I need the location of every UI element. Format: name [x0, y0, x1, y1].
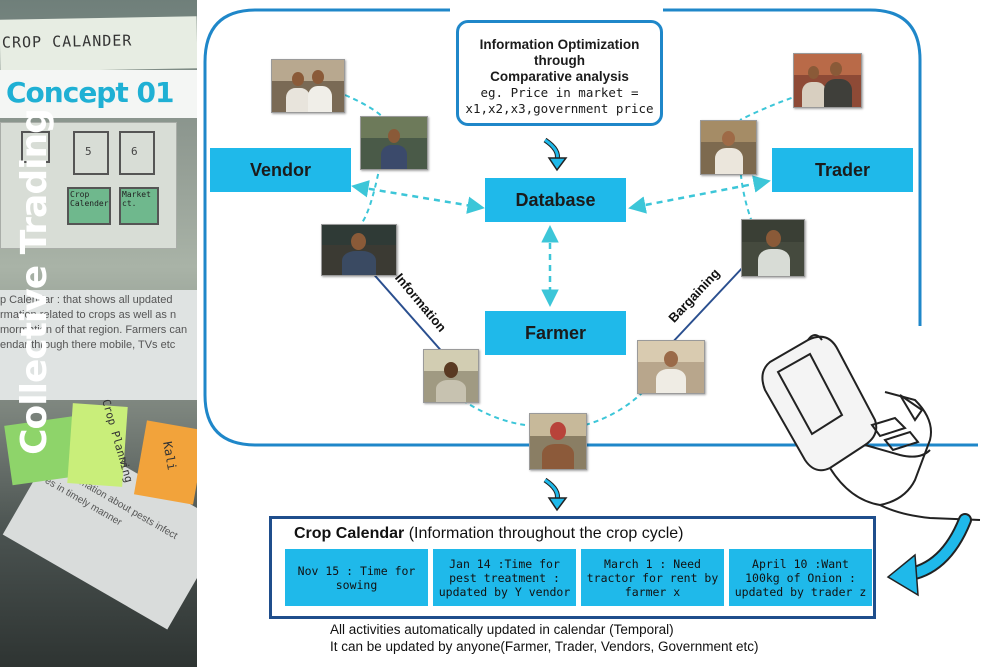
sketch-market-box: Market ct. — [119, 187, 159, 225]
calendar-footnote: All activities automatically updated in … — [330, 621, 759, 655]
paper-line: endar through there mobile, TVs etc — [0, 339, 176, 351]
trader-node: Trader — [772, 148, 913, 192]
note-number: 4 — [120, 455, 128, 469]
bent-arrow-icon — [886, 513, 972, 597]
information-optimization-box: Information Optimization through Compara… — [456, 20, 663, 126]
outer-frame — [203, 8, 978, 447]
trader-group-photo — [793, 53, 862, 108]
sketch-box — [119, 131, 155, 175]
calendar-entry: Nov 15 : Time for sowing — [285, 549, 428, 606]
crop-calendar-title: Crop Calendar (Information throughout th… — [294, 525, 684, 543]
calendar-entry: April 10 :Want 100kg of Onion : updated … — [729, 549, 872, 606]
trader-portrait-photo — [741, 219, 805, 277]
vendor-node: Vendor — [210, 148, 351, 192]
sketch-number-5: 5 — [85, 145, 92, 158]
concept-title: Concept 01 — [6, 76, 174, 109]
database-node: Database — [485, 178, 626, 222]
farmer-left-photo — [423, 349, 479, 403]
information-line — [369, 269, 446, 356]
info-line: through — [534, 53, 585, 68]
paper-line: mormation of that region. Farmers can — [0, 324, 188, 336]
crop-calendar-title-bold: Crop Calendar — [294, 525, 405, 542]
sketch-crop-calender-box: Crop Calender — [67, 187, 111, 225]
mobile-phone-sketch — [761, 334, 981, 521]
vendor-shop-photo — [360, 116, 428, 170]
wireframe-sketch: 5 6 Crop Calender Market ct. — [0, 122, 177, 249]
info-line: x1,x2,x3,government price — [465, 101, 654, 116]
vendor-portrait-photo — [321, 224, 397, 276]
info-line: eg. Price in market = — [480, 85, 639, 100]
footnote-line: All activities automatically updated in … — [330, 622, 674, 637]
paper-line: p Calendar : that shows all updated — [0, 294, 173, 306]
sketch-box — [73, 131, 109, 175]
footnote-line: It can be updated by anyone(Farmer, Trad… — [330, 639, 759, 654]
farmer-node: Farmer — [485, 311, 626, 355]
paper-description: p Calendar : that shows all updated rmat… — [0, 290, 197, 400]
info-line: Comparative analysis — [490, 69, 629, 84]
crop-calendar-subtitle: (Information throughout the crop cycle) — [404, 525, 684, 542]
outer-frame-right — [663, 8, 922, 326]
farmer-dashed-link-right — [584, 389, 646, 426]
trader-elder-photo — [700, 120, 757, 175]
bargaining-line — [669, 264, 746, 346]
collective-trading-photo: CROP CALANDER Concept 01 5 6 Crop Calend… — [0, 0, 197, 667]
farmer-right-photo — [637, 340, 705, 394]
vendor-database-arrow — [351, 180, 485, 214]
info-line: Information Optimization — [479, 37, 640, 52]
sketch-box — [21, 131, 50, 163]
sketch-number-6: 6 — [131, 145, 138, 158]
down-arrow-head — [547, 497, 568, 512]
calendar-entry: Jan 14 :Time for pest treatment : update… — [433, 549, 576, 606]
farmer-center-photo — [529, 413, 587, 470]
concept-banner: Concept 01 — [0, 70, 197, 118]
vendor-group-photo — [271, 59, 345, 113]
farmer-dashed-link-left — [454, 394, 526, 426]
down-arrow-head — [547, 157, 568, 172]
calendar-entry: March 1 : Need tractor for rent by farme… — [581, 549, 724, 606]
paper-line: rmation related to crops as well as n — [0, 309, 177, 321]
crop-calendar-panel: Crop Calendar (Information throughout th… — [269, 516, 876, 619]
